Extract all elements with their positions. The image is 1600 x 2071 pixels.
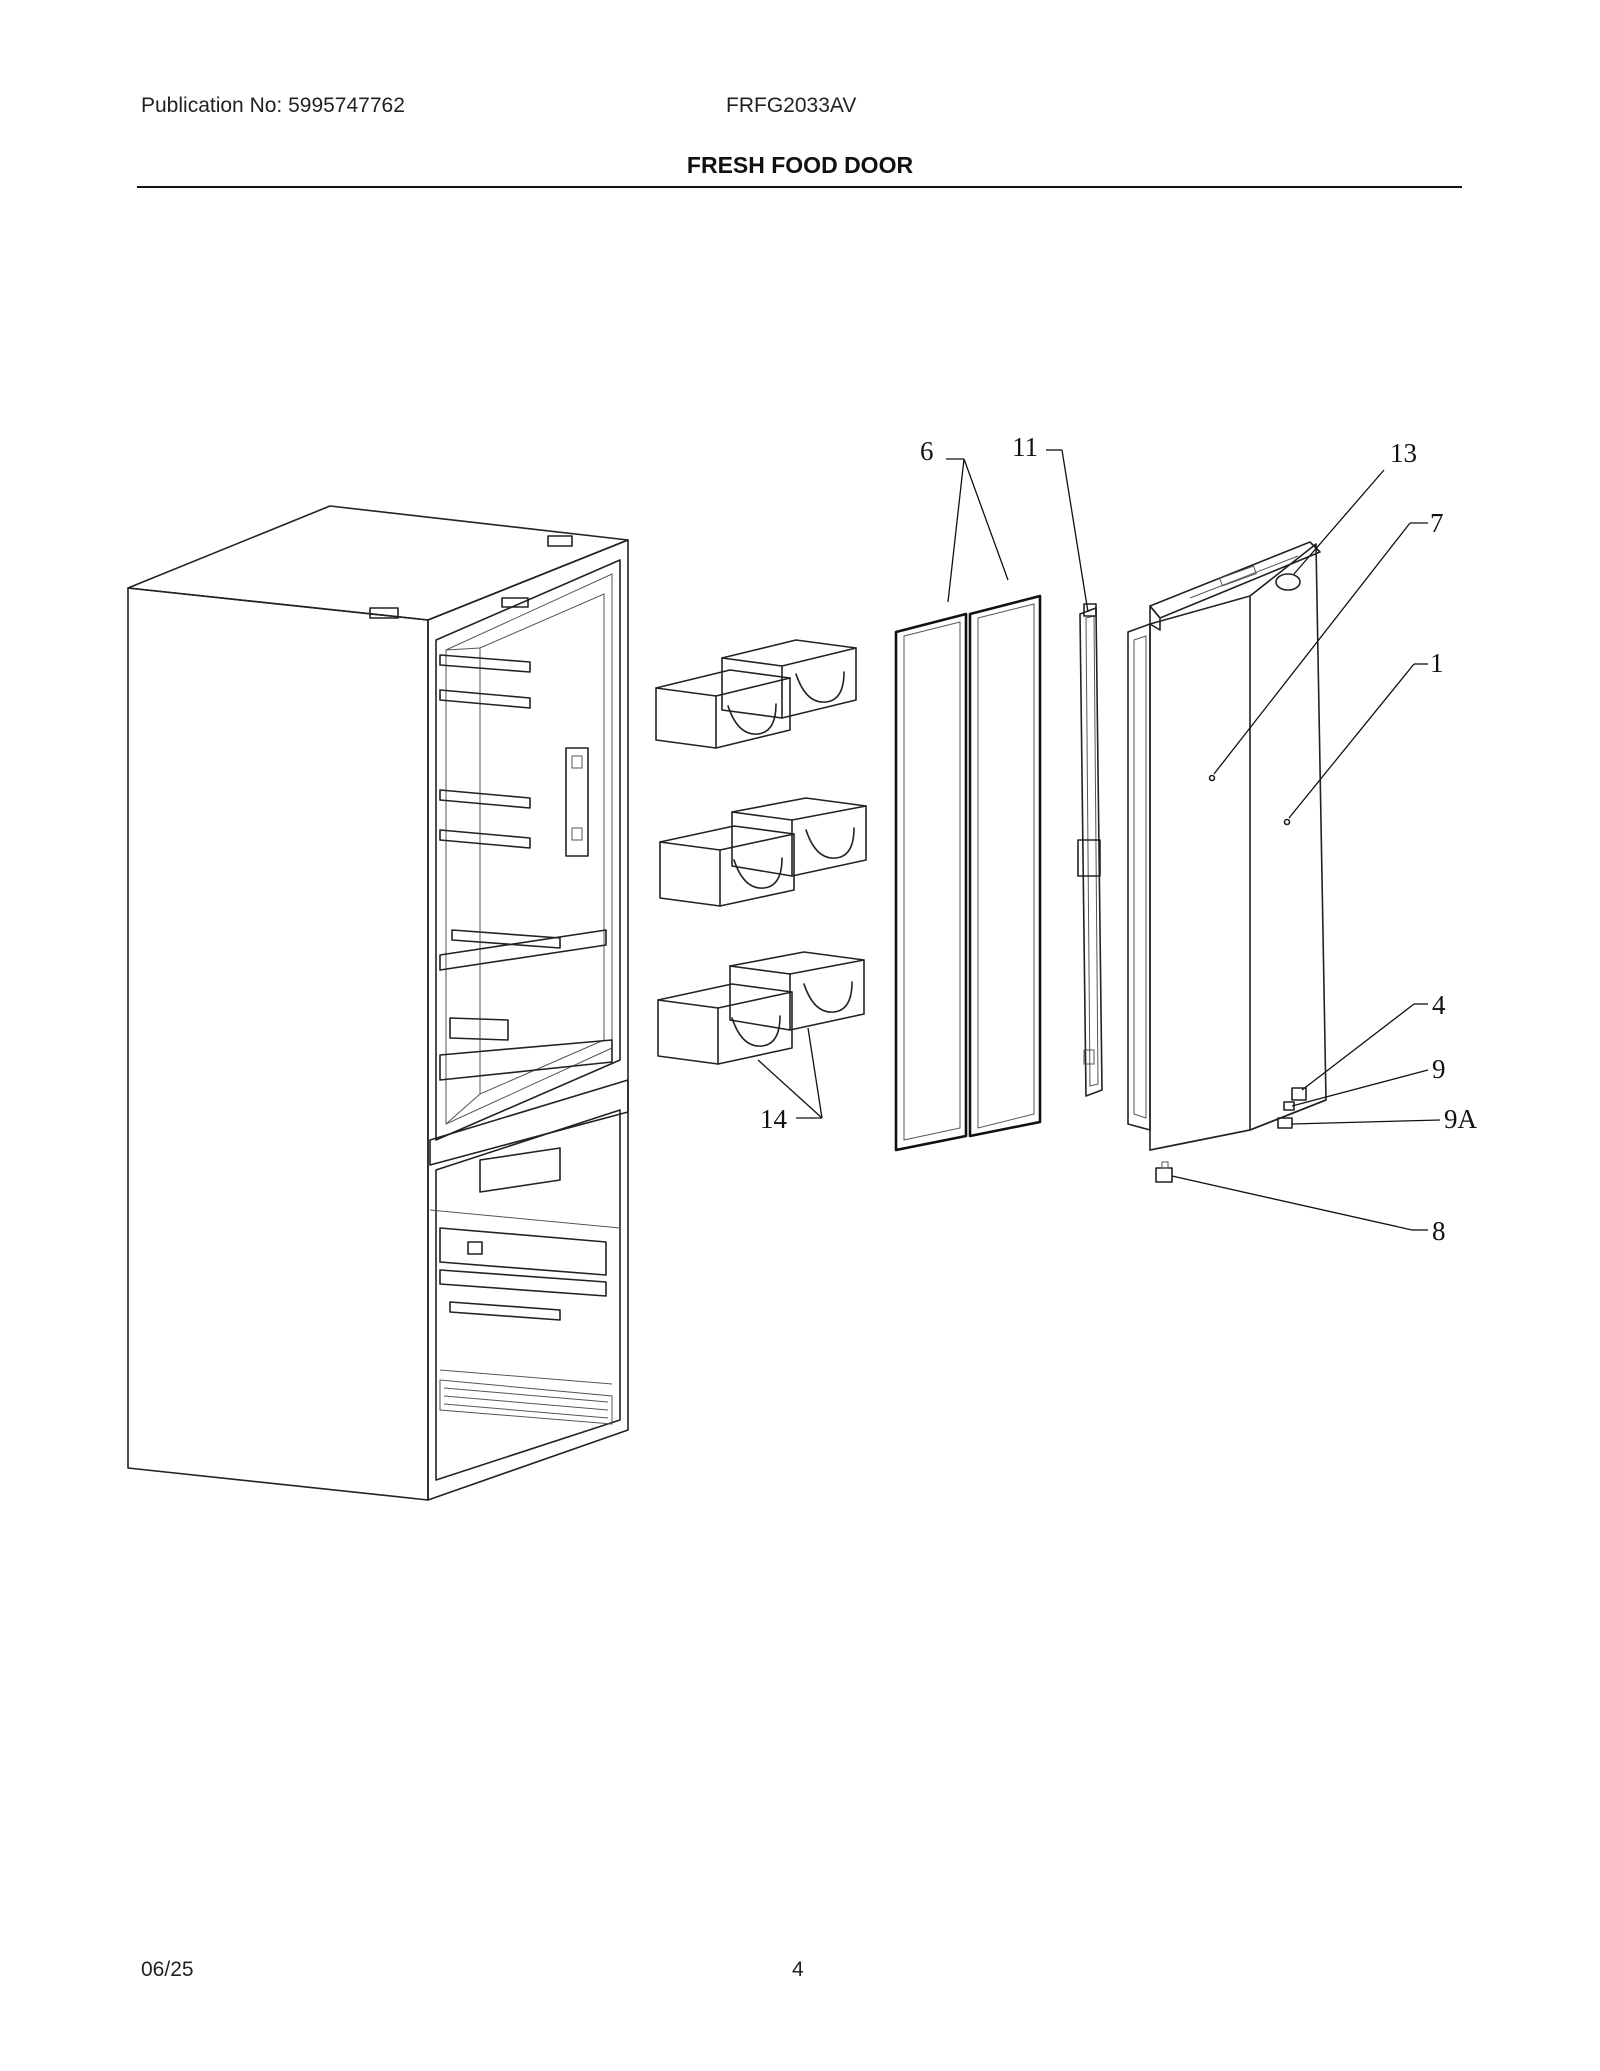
callout-13: 13: [1390, 438, 1417, 468]
page-number: 4: [792, 1958, 804, 1981]
model-number: FRFG2033AV: [726, 94, 857, 117]
callout-6: 6: [920, 436, 934, 466]
leader-lines: [757, 449, 1441, 1231]
callout-9: 9: [1432, 1054, 1446, 1084]
footer-date: 06/25: [141, 1958, 194, 1981]
callout-4: 4: [1432, 990, 1446, 1020]
page-title: FRESH FOOD DOOR: [686, 152, 914, 178]
callout-14: 14: [760, 1104, 788, 1134]
callout-8: 8: [1432, 1216, 1446, 1246]
refrigerator-cabinet: [127, 505, 629, 1501]
fresh-food-door: [1127, 541, 1327, 1151]
callout-7: 7: [1430, 508, 1444, 538]
door-bins: [655, 639, 867, 1065]
door-gaskets: [894, 594, 1042, 1152]
callout-1: 1: [1430, 648, 1444, 678]
header-rule: [137, 186, 1462, 188]
hinge-parts: [1155, 1087, 1307, 1183]
callout-9a: 9A: [1444, 1104, 1478, 1134]
callout-11: 11: [1012, 432, 1038, 462]
publication-number: Publication No: 5995747762: [141, 94, 405, 117]
door-mullion: [1077, 603, 1103, 1097]
callout-labels: 6 11 13 7 1 4 9 9A 8 14: [760, 432, 1478, 1246]
